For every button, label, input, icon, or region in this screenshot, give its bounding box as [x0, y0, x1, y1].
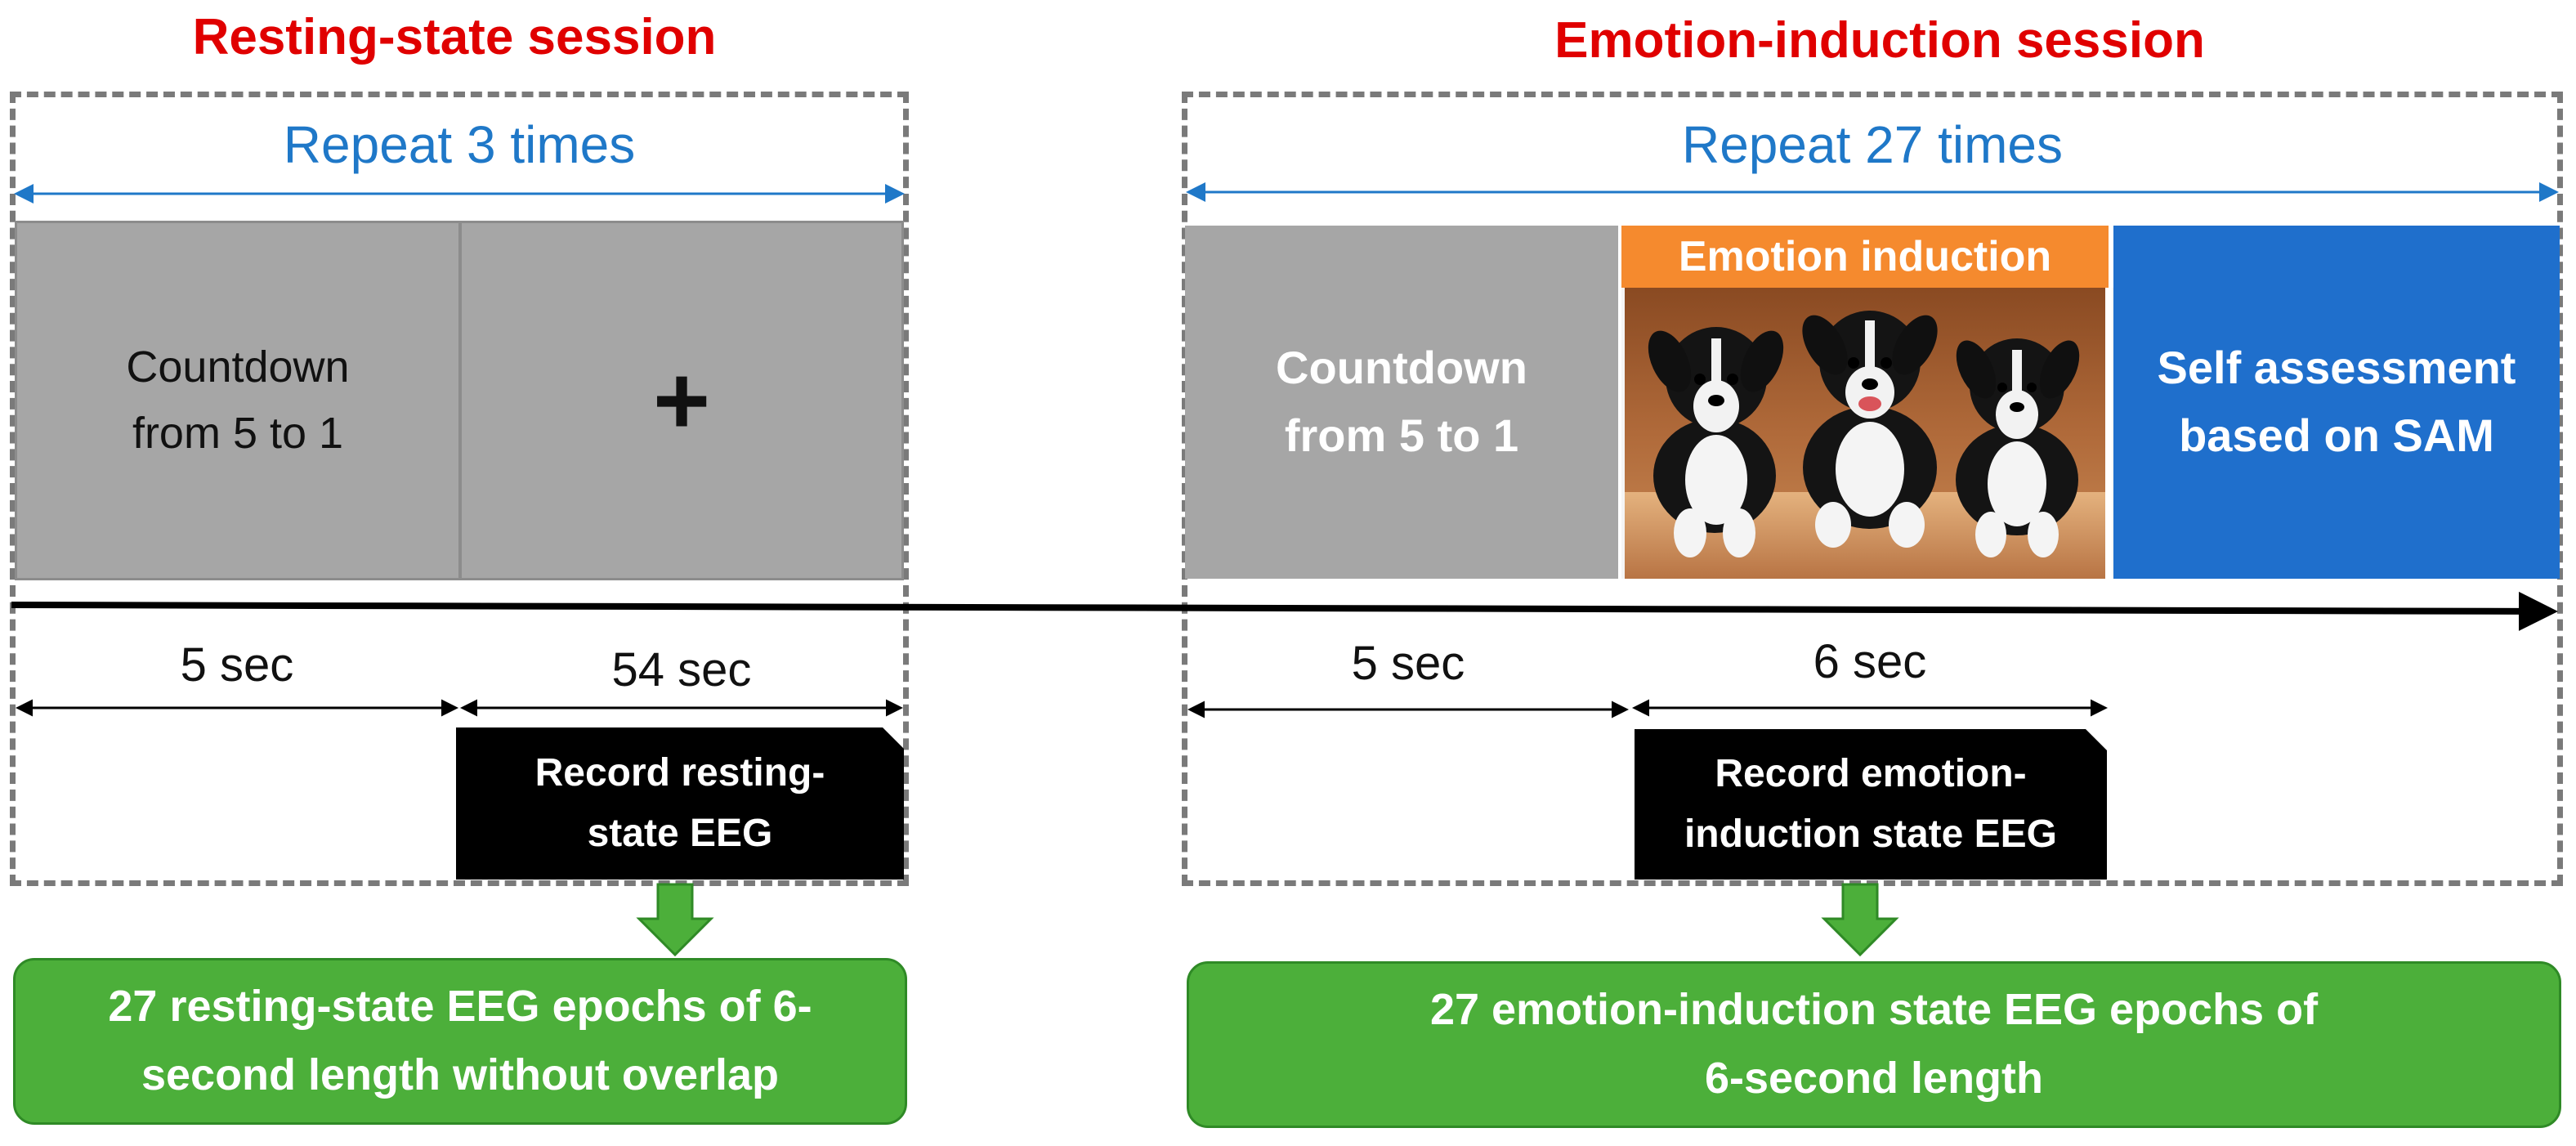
puppy-left: [1648, 327, 1784, 557]
resting-record-box: Record resting- state EEG: [456, 727, 904, 880]
resting-result-line1: 27 resting-state EEG epochs of 6-: [108, 982, 812, 1032]
resting-countdown-block: Countdown from 5 to 1: [15, 221, 461, 580]
resting-result-line2: second length without overlap: [141, 1050, 780, 1099]
fixation-cross-block: +: [459, 221, 904, 580]
self-assessment-line2: based on SAM: [2179, 410, 2494, 461]
emotion-down-arrow: [1821, 883, 1899, 957]
resting-repeat-frame: [10, 92, 909, 886]
resting-countdown-line2: from 5 to 1: [132, 409, 344, 458]
emotion-countdown-line2: from 5 to 1: [1284, 410, 1519, 461]
puppies-illustration: [1625, 288, 2105, 579]
self-assessment-line1: Self assessment: [2157, 342, 2516, 394]
emotion-induction-header: Emotion induction: [1621, 226, 2109, 288]
resting-countdown-line1: Countdown: [126, 342, 350, 392]
puppy-right: [1956, 338, 2080, 557]
emotion-record-line2: induction state EEG: [1684, 812, 2058, 856]
emotion-dur2-label: 6 sec: [1813, 635, 1927, 688]
emotion-result-box: 27 emotion-induction state EEG epochs of…: [1187, 961, 2561, 1128]
emotion-countdown-block: Countdown from 5 to 1: [1185, 226, 1618, 579]
emotion-record-line1: Record emotion-: [1715, 751, 2027, 795]
emotion-result-line2: 6-second length: [1704, 1054, 2044, 1103]
fixation-cross: +: [652, 346, 711, 455]
puppies-stimulus-image: [1621, 288, 2115, 579]
emotion-countdown-line1: Countdown: [1276, 342, 1527, 394]
resting-dur2-label: 54 sec: [611, 643, 752, 696]
emotion-repeat-label: Repeat 27 times: [1681, 115, 2064, 174]
emotion-session-title: Emotion-induction session: [1554, 12, 2205, 69]
emotion-record-box: Record emotion- induction state EEG: [1635, 729, 2107, 880]
emotion-induction-label: Emotion induction: [1678, 232, 2052, 280]
emotion-result-line1: 27 emotion-induction state EEG epochs of: [1429, 985, 2319, 1035]
self-assessment-block: Self assessment based on SAM: [2113, 226, 2560, 579]
resting-repeat-label: Repeat 3 times: [283, 115, 636, 174]
emotion-dur1-label: 5 sec: [1351, 637, 1465, 690]
resting-record-line2: state EEG: [587, 812, 773, 855]
resting-result-box: 27 resting-state EEG epochs of 6- second…: [13, 958, 907, 1125]
timeline-arrow: [11, 591, 2558, 631]
resting-down-arrow: [636, 883, 714, 957]
resting-record-line1: Record resting-: [534, 750, 825, 795]
resting-session-title: Resting-state session: [192, 9, 717, 65]
resting-dur1-label: 5 sec: [180, 638, 294, 692]
puppy-middle: [1802, 311, 1938, 548]
